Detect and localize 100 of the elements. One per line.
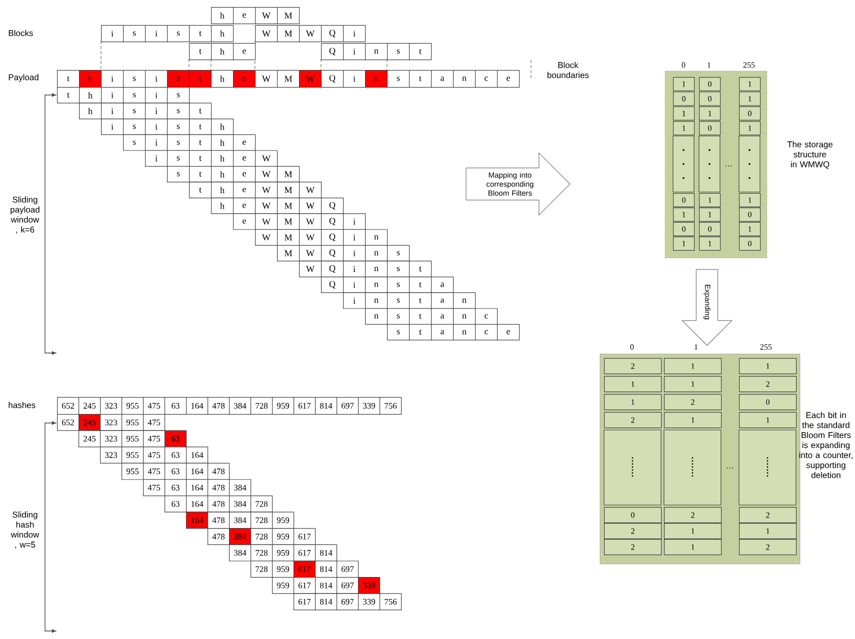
grid-cell: 697 [336, 577, 359, 594]
grid-cell: M [277, 70, 300, 88]
counter-cell: 0 [604, 507, 662, 524]
grid-cell: t [409, 292, 432, 309]
grid-cell: 728 [250, 560, 273, 578]
bit-cell: 1 [673, 121, 695, 136]
grid-cell: Q [321, 70, 344, 88]
grid-cell: M [277, 166, 300, 182]
grid-cell: s [167, 70, 190, 88]
grid-cell: i [145, 87, 168, 104]
counter-cell: 1 [739, 523, 797, 540]
grid-cell: 652 [57, 414, 80, 431]
grid-cell: 63 [164, 397, 187, 415]
grid-cell: 245 [78, 430, 101, 448]
grid-cell: W [255, 70, 278, 88]
counter-cell: 2 [664, 394, 722, 410]
grid-cell: e [233, 150, 256, 167]
grid-cell: s [167, 25, 190, 42]
grid-cell: 63 [164, 479, 187, 496]
bit-cell: 0 [673, 193, 695, 208]
grid-cell: h [211, 43, 234, 60]
row-label: Payload [8, 74, 38, 82]
grid-cell: 475 [143, 414, 166, 431]
grid-cell: 617 [294, 593, 316, 610]
grid-cell: Q [321, 260, 344, 278]
grid-cell: s [123, 25, 146, 42]
grid-cell: h [211, 150, 234, 167]
grid-cell: Q [321, 25, 344, 42]
grid-cell: 697 [336, 397, 359, 415]
grid-cell: 164 [186, 446, 208, 464]
counter-cell: 2 [739, 376, 797, 392]
grid-cell: 959 [272, 528, 294, 545]
counter-cell: 1 [739, 412, 797, 428]
grid-cell: 652 [57, 397, 80, 415]
grid-cell: W [255, 213, 278, 230]
grid-cell: 697 [336, 593, 359, 610]
grid-cell: 164 [186, 462, 208, 480]
counter-cell: 1 [664, 358, 722, 374]
grid-cell: 164 [186, 397, 208, 415]
grid-cell: h [211, 118, 234, 135]
axis-label: Sliding payload window , k=6 [10, 196, 40, 234]
grid-cell: 63 [164, 446, 187, 464]
bit-cell: 0 [739, 106, 761, 120]
bit-cell: 1 [739, 193, 761, 208]
grid-cell: t [189, 118, 212, 135]
bit-cell: 0 [699, 222, 721, 236]
grid-cell: h [211, 70, 234, 88]
grid-cell: 478 [208, 462, 230, 480]
grid-cell: h [211, 182, 234, 198]
grid-cell: 384 [229, 544, 252, 562]
grid-cell: h [79, 102, 102, 120]
grid-cell: h [211, 134, 234, 151]
axis-label: Sliding hash window , w=5 [10, 511, 40, 549]
grid-cell: i [101, 118, 124, 135]
grid-cell: e [233, 70, 256, 88]
grid-cell: Q [321, 245, 344, 262]
grid-cell: W [299, 70, 322, 88]
legend-text: Block boundaries [548, 62, 589, 78]
bit-cell: 0 [673, 222, 695, 236]
bit-cell: 0 [699, 77, 721, 92]
grid-cell: e [233, 43, 256, 60]
grid-cell: 164 [186, 512, 208, 529]
grid-cell: Q [321, 198, 344, 214]
counter-cell: 1 [664, 539, 722, 556]
grid-cell: s [123, 118, 146, 135]
grid-cell: 63 [164, 430, 187, 448]
grid-cell: 478 [208, 528, 230, 545]
grid-cell: a [431, 276, 454, 293]
grid-cell: i [145, 118, 168, 135]
grid-cell: 478 [208, 512, 230, 529]
grid-cell: 814 [315, 397, 338, 415]
grid-cell: 697 [336, 560, 359, 578]
grid-cell: n [365, 276, 388, 293]
grid-cell: 756 [380, 397, 402, 415]
grid-cell: 63 [164, 496, 187, 512]
bit-cell: 1 [739, 121, 761, 136]
grid-cell: 164 [186, 479, 208, 496]
grid-cell: a [431, 70, 454, 88]
grid-cell: t [189, 166, 212, 182]
grid-cell: W [299, 245, 322, 262]
counter-cell: 2 [739, 507, 797, 524]
grid-cell: s [387, 245, 410, 262]
bit-cell: 0 [699, 92, 721, 106]
grid-cell: n [453, 324, 476, 340]
grid-cell: W [255, 198, 278, 214]
grid-cell: 323 [100, 430, 122, 448]
grid-cell: t [189, 134, 212, 151]
grid-cell: s [167, 134, 190, 151]
grid-cell: n [365, 260, 388, 278]
grid-cell: M [277, 229, 300, 246]
grid-cell: W [255, 166, 278, 182]
grid-cell: W [255, 7, 278, 24]
grid-cell: 728 [250, 496, 273, 512]
grid-cell: 478 [208, 479, 230, 496]
grid-cell: 384 [229, 528, 252, 545]
grid-cell: 617 [294, 528, 316, 545]
grid-cell: s [387, 260, 410, 278]
grid-cell: 728 [250, 397, 273, 415]
bit-cell: 1 [699, 106, 721, 120]
grid-cell: 384 [229, 496, 252, 512]
